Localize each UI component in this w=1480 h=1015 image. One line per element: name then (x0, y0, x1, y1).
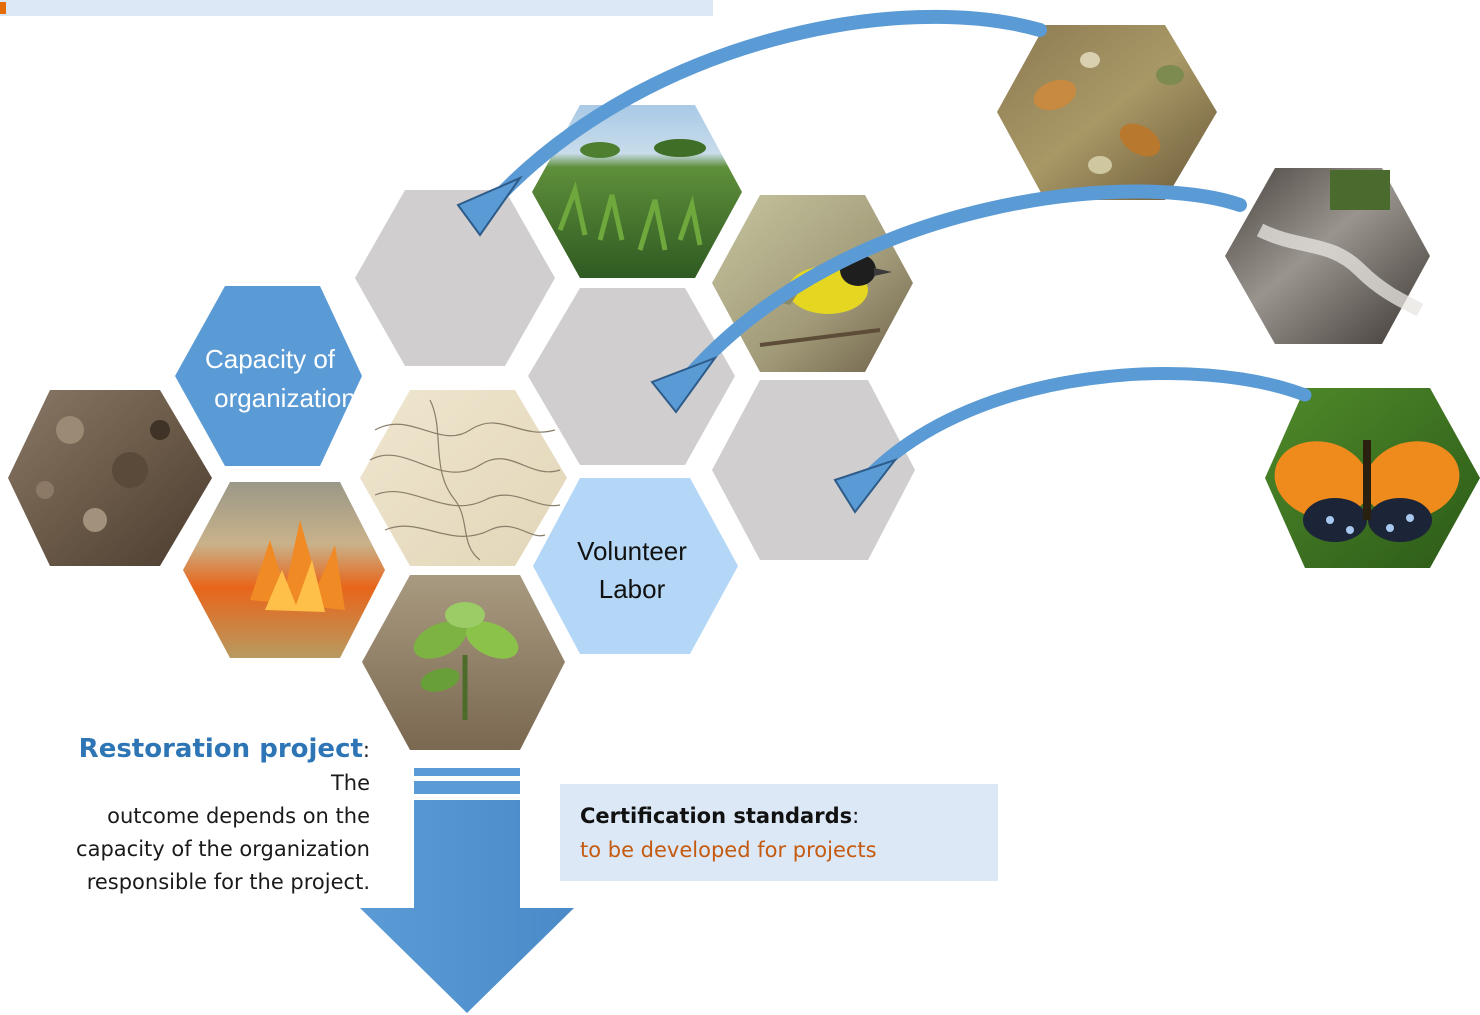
fire-photo-hex (183, 482, 385, 658)
volunteer-hex: Volunteer Labor (533, 478, 738, 654)
capacity-hex: Capacity of organization (175, 286, 362, 466)
volunteer-label-line2: Labor (599, 574, 666, 604)
certification-box: Certification standards: to be developed… (560, 784, 998, 881)
caption-title: Restoration project (78, 734, 363, 764)
soil-photo-hex (8, 390, 212, 566)
caption-body-line2: outcome depends on the (107, 804, 370, 828)
stream-photo-hex (1225, 168, 1430, 344)
down-arrow (360, 768, 574, 1013)
topo-map-hex (360, 390, 567, 566)
capacity-label-line2: organization (214, 383, 356, 413)
gray-hex-middle (528, 288, 735, 465)
curved-arrow-stream (650, 184, 1247, 414)
capacity-label-line1: Capacity of (205, 344, 336, 374)
curved-arrow-seeds (456, 9, 1047, 237)
caption-body-line3: capacity of the organization (76, 837, 370, 861)
caption-body-line1: The (330, 771, 370, 795)
certification-title-row: Certification standards: (580, 804, 859, 828)
restoration-caption: Restoration project: The outcome depends… (60, 733, 370, 899)
butterfly-photo-hex (1265, 388, 1480, 568)
caption-colon: : (362, 738, 370, 762)
curved-arrow-butterfly (833, 367, 1312, 514)
top-label-box (0, 0, 713, 16)
certification-subtitle: to be developed for projects (580, 838, 877, 862)
gray-hex-top (355, 190, 555, 366)
volunteer-label-line1: Volunteer (577, 536, 687, 566)
seeds-photo-hex (997, 25, 1217, 200)
top-label-marker (0, 2, 6, 14)
gray-hex-right (712, 380, 915, 560)
caption-body-line4: responsible for the project. (86, 870, 370, 894)
wetland-photo-hex (532, 105, 742, 278)
certification-colon: : (852, 804, 860, 828)
seedling-photo-hex (362, 575, 565, 750)
certification-title: Certification standards (580, 804, 853, 828)
